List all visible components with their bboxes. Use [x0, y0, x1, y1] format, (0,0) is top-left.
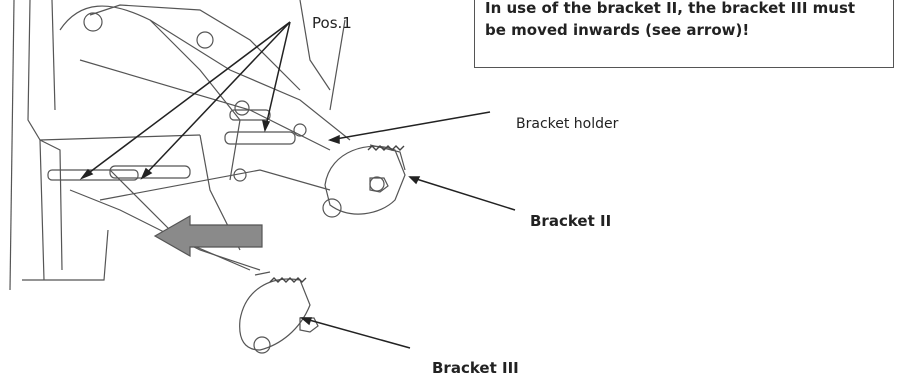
bracket3-pointer [301, 317, 411, 349]
holder-pointer [329, 111, 491, 141]
frame-outline [9, 0, 406, 354]
arrowhead [140, 167, 153, 180]
pointer-lines [79, 21, 516, 349]
pos1-pointer-2 [141, 21, 291, 179]
bracket-2-label: Bracket II [530, 212, 612, 230]
pos1-label: Pos.1 [312, 14, 352, 32]
gear-teeth [269, 145, 405, 283]
arrowhead [408, 176, 421, 185]
note-text: In use of the bracket II, the bracket II… [485, 0, 856, 39]
arrowhead [299, 317, 313, 326]
bracket-3-label: Bracket III [432, 359, 519, 377]
arrowhead [262, 120, 271, 133]
inward-arrow-icon [153, 214, 263, 258]
arrowhead [327, 134, 340, 145]
bracket-holder-label: Bracket holder [516, 116, 619, 132]
arrowhead [79, 168, 94, 180]
bracket2-pointer [409, 176, 516, 211]
pos1-pointer-1 [81, 21, 291, 179]
pos1-pointer-3 [264, 21, 291, 131]
instruction-note: In use of the bracket II, the bracket II… [474, 0, 894, 68]
